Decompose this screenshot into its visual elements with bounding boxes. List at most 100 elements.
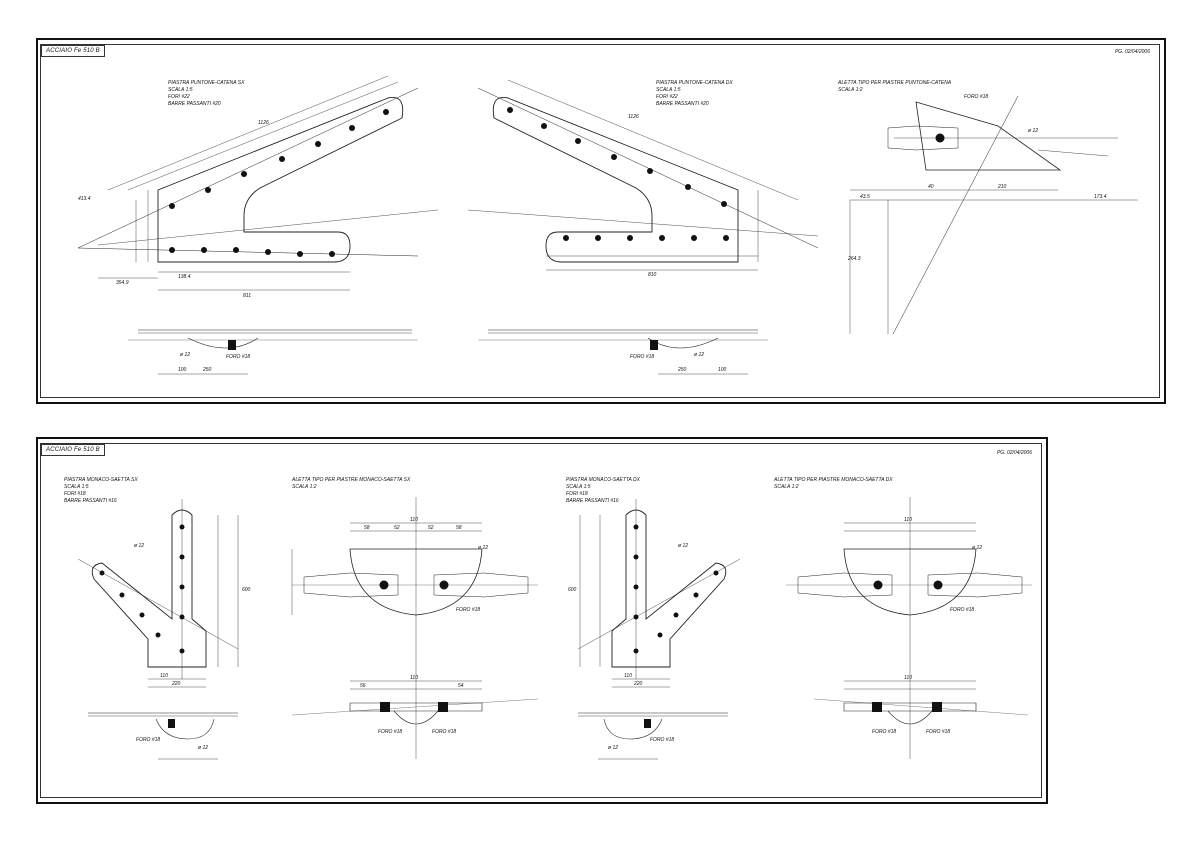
material-title: ACCIAIO Fe 510 B bbox=[41, 45, 105, 57]
dim-text: 56 bbox=[360, 683, 366, 689]
drawing-note: BARRE PASSANTI #16 bbox=[64, 498, 117, 504]
dim-text: 110 bbox=[624, 673, 632, 679]
dimension-lines-dx bbox=[507, 79, 799, 271]
plate-puntone-catena-dx bbox=[467, 87, 819, 263]
dimension-lines-sx bbox=[98, 75, 399, 291]
holes-monaco-dx bbox=[633, 524, 719, 654]
dim-text: 173.4 bbox=[1094, 194, 1107, 200]
elevation-monaco-dx bbox=[578, 712, 728, 760]
callout: ø 12 bbox=[1028, 128, 1038, 134]
dim-text: 1126 bbox=[628, 114, 639, 120]
dim-text: 52 bbox=[394, 525, 400, 531]
dim-text: 100 bbox=[178, 367, 187, 373]
dim-text: 220 bbox=[633, 681, 643, 687]
holes-monaco-sx bbox=[99, 524, 185, 654]
callout: ø 12 bbox=[478, 545, 488, 551]
dims-monaco-sx bbox=[148, 515, 239, 688]
plate-monaco-saetta-dx bbox=[577, 499, 741, 679]
dim-text: 110 bbox=[904, 517, 912, 523]
dim-text: 100 bbox=[718, 367, 727, 373]
dim-text: 810 bbox=[648, 272, 657, 278]
drawing-scale: SCALA 1:2 bbox=[292, 484, 317, 490]
dim-text: 413.4 bbox=[78, 196, 91, 202]
dim-text: 220 bbox=[171, 681, 181, 687]
hole-marker bbox=[439, 580, 449, 590]
drawing-title: PIASTRA MONACO-SAETTA DX bbox=[566, 477, 640, 483]
dim-text: 52 bbox=[428, 525, 434, 531]
drawing-note: FORI #22 bbox=[656, 94, 678, 100]
callout: FORO #18 bbox=[926, 729, 950, 735]
aletta-monaco-sx bbox=[291, 497, 538, 759]
plate-puntone-catena-sx bbox=[77, 87, 439, 263]
dim-text: 264.3 bbox=[847, 256, 861, 262]
callout: ø 12 bbox=[694, 352, 704, 358]
aletta-elevation-dx bbox=[813, 680, 1029, 725]
drawing-scale: SCALA 1:5 bbox=[64, 484, 89, 490]
elevation-monaco-sx bbox=[88, 712, 238, 760]
holes-sx bbox=[169, 109, 389, 257]
sheet-date: PG. 02/04/2006 bbox=[1114, 49, 1150, 55]
drawing-scale: SCALA 1:5 bbox=[656, 87, 681, 93]
material-title: ACCIAIO Fe 510 B bbox=[41, 444, 105, 456]
top-technical-drawing: 811 354.9 1126 138.4 413.4 810 1126 bbox=[77, 75, 1138, 375]
dim-text: 600 bbox=[568, 587, 577, 593]
callout: FORO #18 bbox=[226, 354, 250, 360]
dim-text: 1126 bbox=[258, 120, 269, 126]
hole-marker bbox=[933, 580, 943, 590]
callout: FORO #18 bbox=[872, 729, 896, 735]
callout: FORO #18 bbox=[136, 737, 160, 743]
drawing-title: ALETTA TIPO PER PIASTRE MONACO-SAETTA DX bbox=[774, 477, 893, 483]
drawing-title: PIASTRA PUNTONE-CATENA SX bbox=[168, 80, 245, 86]
aletta-elevation-sx bbox=[291, 680, 539, 725]
drawing-label-aletta-sx: ALETTA TIPO PER PIASTRE MONACO-SAETTA SX… bbox=[292, 477, 410, 491]
drawing-label-sx: PIASTRA PUNTONE-CATENA SX SCALA 1:5 FORI… bbox=[168, 80, 244, 108]
dim-text: 40 bbox=[928, 184, 934, 190]
callout: FORO #18 bbox=[456, 607, 480, 613]
dim-text: 110 bbox=[160, 673, 168, 679]
drawing-note: BARRE PASSANTI #16 bbox=[566, 498, 619, 504]
dim-text: 58 bbox=[364, 525, 370, 531]
drawing-label-monaco-sx: PIASTRA MONACO-SAETTA SX SCALA 1:5 FORI … bbox=[64, 477, 138, 505]
callout: FORO #18 bbox=[630, 354, 654, 360]
hole-marker bbox=[935, 133, 945, 143]
elevation-dx bbox=[478, 329, 768, 375]
dim-text: 210 bbox=[997, 184, 1007, 190]
callout: FORO #18 bbox=[432, 729, 456, 735]
dim-text: 250 bbox=[202, 367, 212, 373]
callout: FORO #18 bbox=[950, 607, 974, 613]
hole-marker bbox=[873, 580, 883, 590]
callout: FORO #18 bbox=[964, 94, 988, 100]
sheet-inner-frame bbox=[40, 443, 1042, 798]
holes-dx bbox=[507, 107, 729, 241]
dims-monaco-dx bbox=[579, 515, 670, 688]
dim-text: 250 bbox=[677, 367, 687, 373]
hole-marker bbox=[379, 580, 389, 590]
dim-text: 138.4 bbox=[178, 274, 191, 280]
drawing-note: FORI #18 bbox=[64, 491, 86, 497]
drawing-scale: SCALA 1:5 bbox=[566, 484, 591, 490]
drawing-sheet-bottom: ACCIAIO Fe 510 B PG. 02/04/2006 PIASTRA … bbox=[36, 437, 1048, 804]
drawing-sheet-top: ACCIAIO Fe 510 B PG. 02/04/2006 PIASTRA … bbox=[36, 38, 1166, 404]
drawing-title: PIASTRA MONACO-SAETTA SX bbox=[64, 477, 138, 483]
drawing-title: ALETTA TIPO PER PIASTRE PUNTONE-CATENA bbox=[838, 80, 952, 86]
dim-text: 354.9 bbox=[116, 280, 129, 286]
drawing-note: FORI #22 bbox=[168, 94, 190, 100]
drawing-label-monaco-dx: PIASTRA MONACO-SAETTA DX SCALA 1:5 FORI … bbox=[566, 477, 640, 505]
drawing-scale: SCALA 1:2 bbox=[774, 484, 799, 490]
drawing-label-dx: PIASTRA PUNTONE-CATENA DX SCALA 1:5 FORI… bbox=[656, 80, 733, 108]
callout: ø 12 bbox=[198, 745, 208, 751]
callout: FORO #18 bbox=[650, 737, 674, 743]
callout: ø 12 bbox=[972, 545, 982, 551]
drawing-scale: SCALA 1:5 bbox=[168, 87, 193, 93]
aletta-puntone-catena bbox=[849, 95, 1138, 335]
drawing-label-aletta-dx: ALETTA TIPO PER PIASTRE MONACO-SAETTA DX… bbox=[774, 477, 893, 491]
callout: ø 12 bbox=[608, 745, 618, 751]
drawing-label-aletta: ALETTA TIPO PER PIASTRE PUNTONE-CATENA S… bbox=[838, 80, 951, 94]
drawing-note: BARRE PASSANTI #20 bbox=[656, 101, 709, 107]
callout: ø 12 bbox=[134, 543, 144, 549]
aletta-monaco-dx bbox=[786, 497, 1032, 759]
drawing-note: FORI #18 bbox=[566, 491, 588, 497]
dim-text: 54 bbox=[458, 683, 464, 689]
callout: FORO #18 bbox=[378, 729, 402, 735]
dim-text: 110 bbox=[904, 675, 912, 681]
